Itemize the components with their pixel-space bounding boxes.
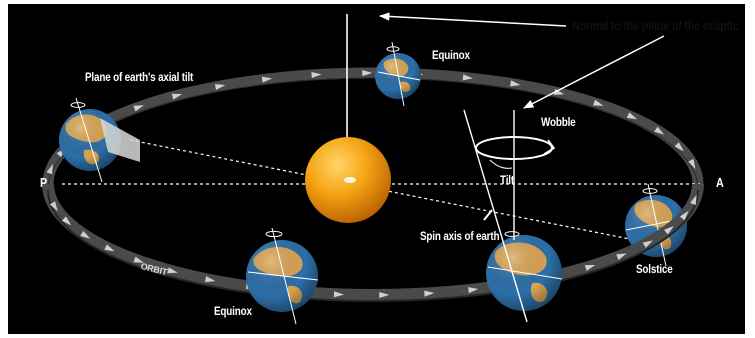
wobble-arrowhead bbox=[543, 139, 556, 155]
tilt-plane-line bbox=[129, 139, 651, 244]
orbit-arrow bbox=[616, 253, 627, 260]
normal-callout-arrow bbox=[378, 12, 567, 27]
axial-tilt-plane-label: Plane of earth's axial tilt bbox=[85, 72, 194, 84]
orbit-arrow bbox=[654, 126, 665, 135]
orbit-arrow bbox=[80, 230, 91, 239]
wobble-circle bbox=[475, 136, 553, 160]
orbit-arrow bbox=[205, 276, 216, 283]
orbit-arrow bbox=[584, 265, 596, 271]
orbit-arrow bbox=[626, 112, 638, 120]
spin-indicator bbox=[504, 231, 520, 237]
ecliptic-callout-arrow bbox=[523, 35, 665, 109]
orbit-arrow bbox=[49, 201, 58, 212]
orbit-arrow bbox=[674, 142, 684, 152]
earth-equinox-top bbox=[375, 41, 421, 107]
orbit-arrow bbox=[61, 216, 72, 226]
normal-label: Normal to the plane of the ecliptic bbox=[572, 19, 739, 33]
orbit-arrow bbox=[133, 256, 144, 263]
orbit-arrow bbox=[510, 80, 521, 87]
perihelion-label: P bbox=[40, 176, 48, 190]
equinox-top-label: Equinox bbox=[432, 50, 470, 62]
orbit-arrow bbox=[688, 158, 696, 170]
orbit-arrow bbox=[167, 267, 178, 274]
orbit-arrow bbox=[690, 194, 697, 206]
equinox-bottom-label: Equinox bbox=[214, 306, 252, 318]
aphelion-label: A bbox=[716, 176, 724, 190]
orbit-arrow bbox=[214, 83, 226, 90]
spin-label-pointer bbox=[483, 209, 493, 221]
orbit-arrow bbox=[679, 210, 689, 221]
orbit-arrow bbox=[261, 76, 273, 83]
spin-axis-line bbox=[463, 109, 528, 323]
orbit-arrow bbox=[424, 290, 435, 297]
orbit-arrow bbox=[642, 240, 653, 248]
earth-spin-axis bbox=[486, 235, 563, 311]
orbit-arrow bbox=[593, 99, 604, 106]
orbit-arrow bbox=[133, 105, 144, 112]
orbit-arrow bbox=[171, 93, 183, 100]
sun bbox=[305, 137, 391, 223]
orbit-arrow bbox=[379, 291, 390, 298]
orbit-arrow bbox=[664, 226, 674, 235]
tilt-label: Tilt bbox=[500, 175, 514, 187]
solstice-label: Solstice bbox=[636, 264, 673, 276]
spin-axis-label: Spin axis of earth bbox=[420, 231, 500, 243]
orbit-arrow bbox=[333, 291, 344, 298]
orbit-arrow bbox=[311, 72, 322, 78]
orbit-arrow bbox=[362, 70, 373, 77]
orbit-arrow bbox=[46, 163, 54, 175]
earth-solstice bbox=[625, 183, 687, 267]
axial-tilt-plane bbox=[100, 118, 140, 162]
orbit-arrow bbox=[462, 74, 473, 81]
earth-equinox-bottom bbox=[246, 227, 319, 325]
orbit-arrow bbox=[104, 244, 115, 252]
tilt-arc bbox=[489, 159, 513, 169]
wobble-label: Wobble bbox=[541, 117, 576, 129]
orbit-arrow bbox=[468, 287, 479, 294]
